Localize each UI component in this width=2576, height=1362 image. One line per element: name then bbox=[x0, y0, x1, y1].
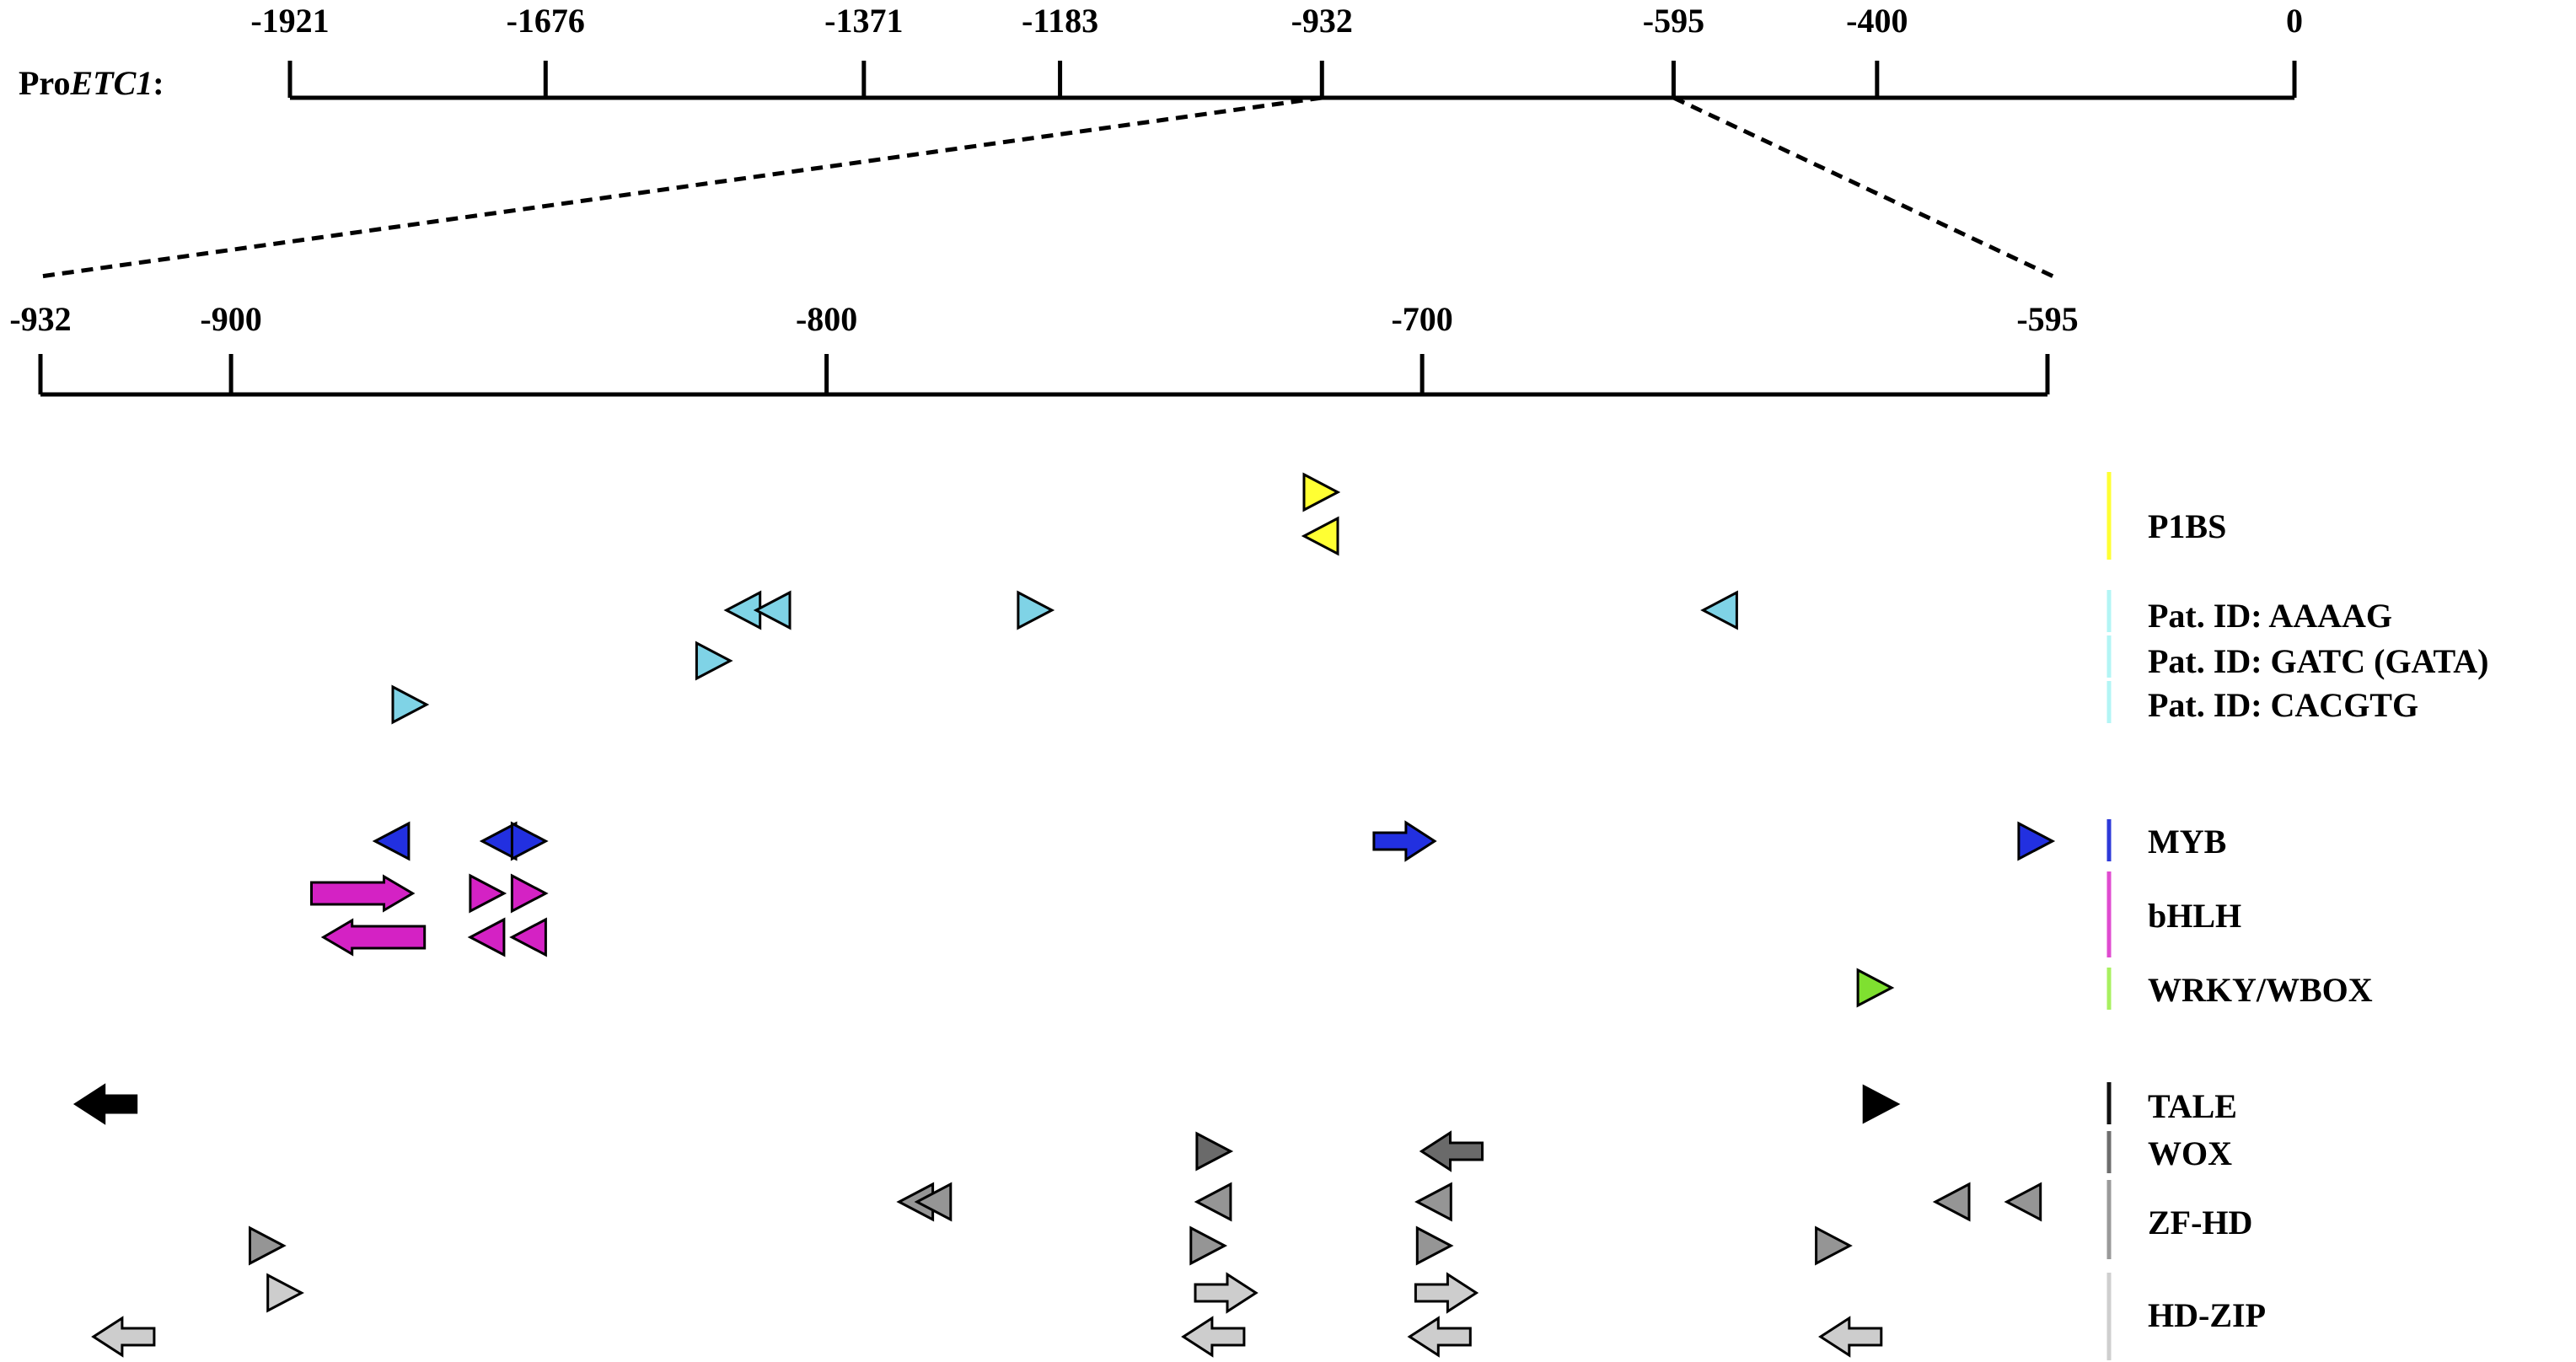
top-axis-tick-label: -595 bbox=[1643, 2, 1704, 40]
legend-label-pat-aaaag: Pat. ID: AAAAG bbox=[2148, 597, 2392, 635]
bhlh-element-marker bbox=[310, 874, 416, 913]
top-axis-tick-label: -932 bbox=[1291, 2, 1353, 40]
zfhd-element-marker bbox=[1414, 1182, 1452, 1222]
promoter-label: ProETC1: bbox=[19, 64, 164, 102]
top-axis-tick-label: -1183 bbox=[1022, 2, 1098, 40]
wox-element-marker bbox=[1419, 1130, 1484, 1172]
top-axis-tick-label: -1921 bbox=[250, 2, 329, 40]
pat-element-marker bbox=[695, 641, 733, 681]
pat-element-marker bbox=[391, 684, 430, 725]
bhlh-element-marker bbox=[467, 917, 506, 957]
wox-element-marker bbox=[1195, 1131, 1234, 1172]
zfhd-element-marker bbox=[2004, 1182, 2042, 1222]
zoom-axis-tick-label: -700 bbox=[1391, 300, 1452, 338]
p1bs-element-marker bbox=[1302, 472, 1341, 512]
zfhd-element-marker bbox=[1815, 1225, 1853, 1266]
bhlh-element-marker bbox=[510, 873, 549, 914]
bhlh-element-marker bbox=[320, 918, 427, 957]
hdzip-element-marker bbox=[266, 1273, 304, 1313]
hdzip-element-marker bbox=[91, 1316, 156, 1358]
myb-element-marker bbox=[372, 821, 411, 861]
p1bs-element-marker bbox=[1301, 516, 1339, 556]
myb-element-marker bbox=[2017, 821, 2056, 861]
zfhd-element-marker bbox=[1194, 1182, 1232, 1222]
promoter-label-suffix: : bbox=[153, 64, 164, 102]
pat-element-marker bbox=[1017, 590, 1055, 630]
wrky-element-marker bbox=[1856, 968, 1895, 1008]
myb-element-marker bbox=[1372, 820, 1437, 862]
zoom-connector-left bbox=[40, 95, 1323, 279]
legend-label-hdzip: HD-ZIP bbox=[2148, 1296, 2266, 1334]
legend-label-zfhd: ZF-HD bbox=[2148, 1204, 2252, 1241]
legend-label-p1bs: P1BS bbox=[2148, 507, 2226, 545]
full-promoter-axis: -1921 -1676 -1371 -1183 -932 -595 -400 0 bbox=[250, 2, 2303, 100]
bhlh-element-marker bbox=[469, 873, 507, 914]
hdzip-element-marker bbox=[1414, 1272, 1479, 1314]
legend-label-tale: TALE bbox=[2148, 1087, 2237, 1125]
top-axis-tick-label: -1676 bbox=[507, 2, 585, 40]
zoom-connector-right bbox=[1672, 95, 2055, 279]
zfhd-element-marker bbox=[1415, 1225, 1454, 1266]
top-axis-tick-label: -400 bbox=[1846, 2, 1908, 40]
legend-label-wrky: WRKY/WBOX bbox=[2148, 971, 2373, 1009]
zfhd-element-marker bbox=[1189, 1225, 1228, 1266]
legend-label-pat-gatc: Pat. ID: GATC (GATA) bbox=[2148, 642, 2488, 680]
promoter-label-prefix: Pro bbox=[19, 64, 70, 102]
legend-label-bhlh: bHLH bbox=[2148, 897, 2241, 935]
cis-element-markers bbox=[72, 472, 2056, 1358]
tale-element-marker bbox=[1862, 1084, 1901, 1124]
legend-label-pat-cacgtg: Pat. ID: CACGTG bbox=[2148, 686, 2418, 724]
zoom-axis-tick-label: -800 bbox=[796, 300, 857, 338]
zfhd-element-marker bbox=[249, 1225, 287, 1266]
hdzip-element-marker bbox=[1818, 1316, 1883, 1358]
zoom-axis-tick-label: -900 bbox=[200, 300, 261, 338]
tale-element-marker bbox=[72, 1083, 138, 1125]
top-axis-tick-label: 0 bbox=[2286, 2, 2303, 40]
zoom-axis-tick-label: -932 bbox=[9, 300, 71, 338]
zfhd-element-marker bbox=[1932, 1182, 1971, 1222]
legend-label-wox: WOX bbox=[2148, 1134, 2232, 1172]
zoom-connector-lines bbox=[40, 95, 2055, 279]
myb-element-marker bbox=[510, 821, 549, 861]
legend-label-myb: MYB bbox=[2148, 823, 2226, 861]
hdzip-element-marker bbox=[1194, 1272, 1258, 1314]
promoter-label-gene: ETC1 bbox=[69, 64, 153, 102]
zfhd-element-marker bbox=[914, 1182, 953, 1222]
hdzip-element-marker bbox=[1407, 1316, 1472, 1358]
pat-element-marker bbox=[753, 590, 792, 630]
bhlh-element-marker bbox=[509, 917, 547, 957]
hdzip-element-marker bbox=[1181, 1316, 1246, 1358]
zoom-axis-tick-label: -595 bbox=[2016, 300, 2078, 338]
top-axis-tick-label: -1371 bbox=[824, 2, 903, 40]
zoomed-region-axis: -932 -900 -800 -700 -595 bbox=[9, 300, 2079, 397]
pat-element-marker bbox=[1700, 590, 1738, 630]
element-family-legend: P1BS Pat. ID: AAAAG Pat. ID: GATC (GATA) Pa… bbox=[2106, 472, 2488, 1360]
